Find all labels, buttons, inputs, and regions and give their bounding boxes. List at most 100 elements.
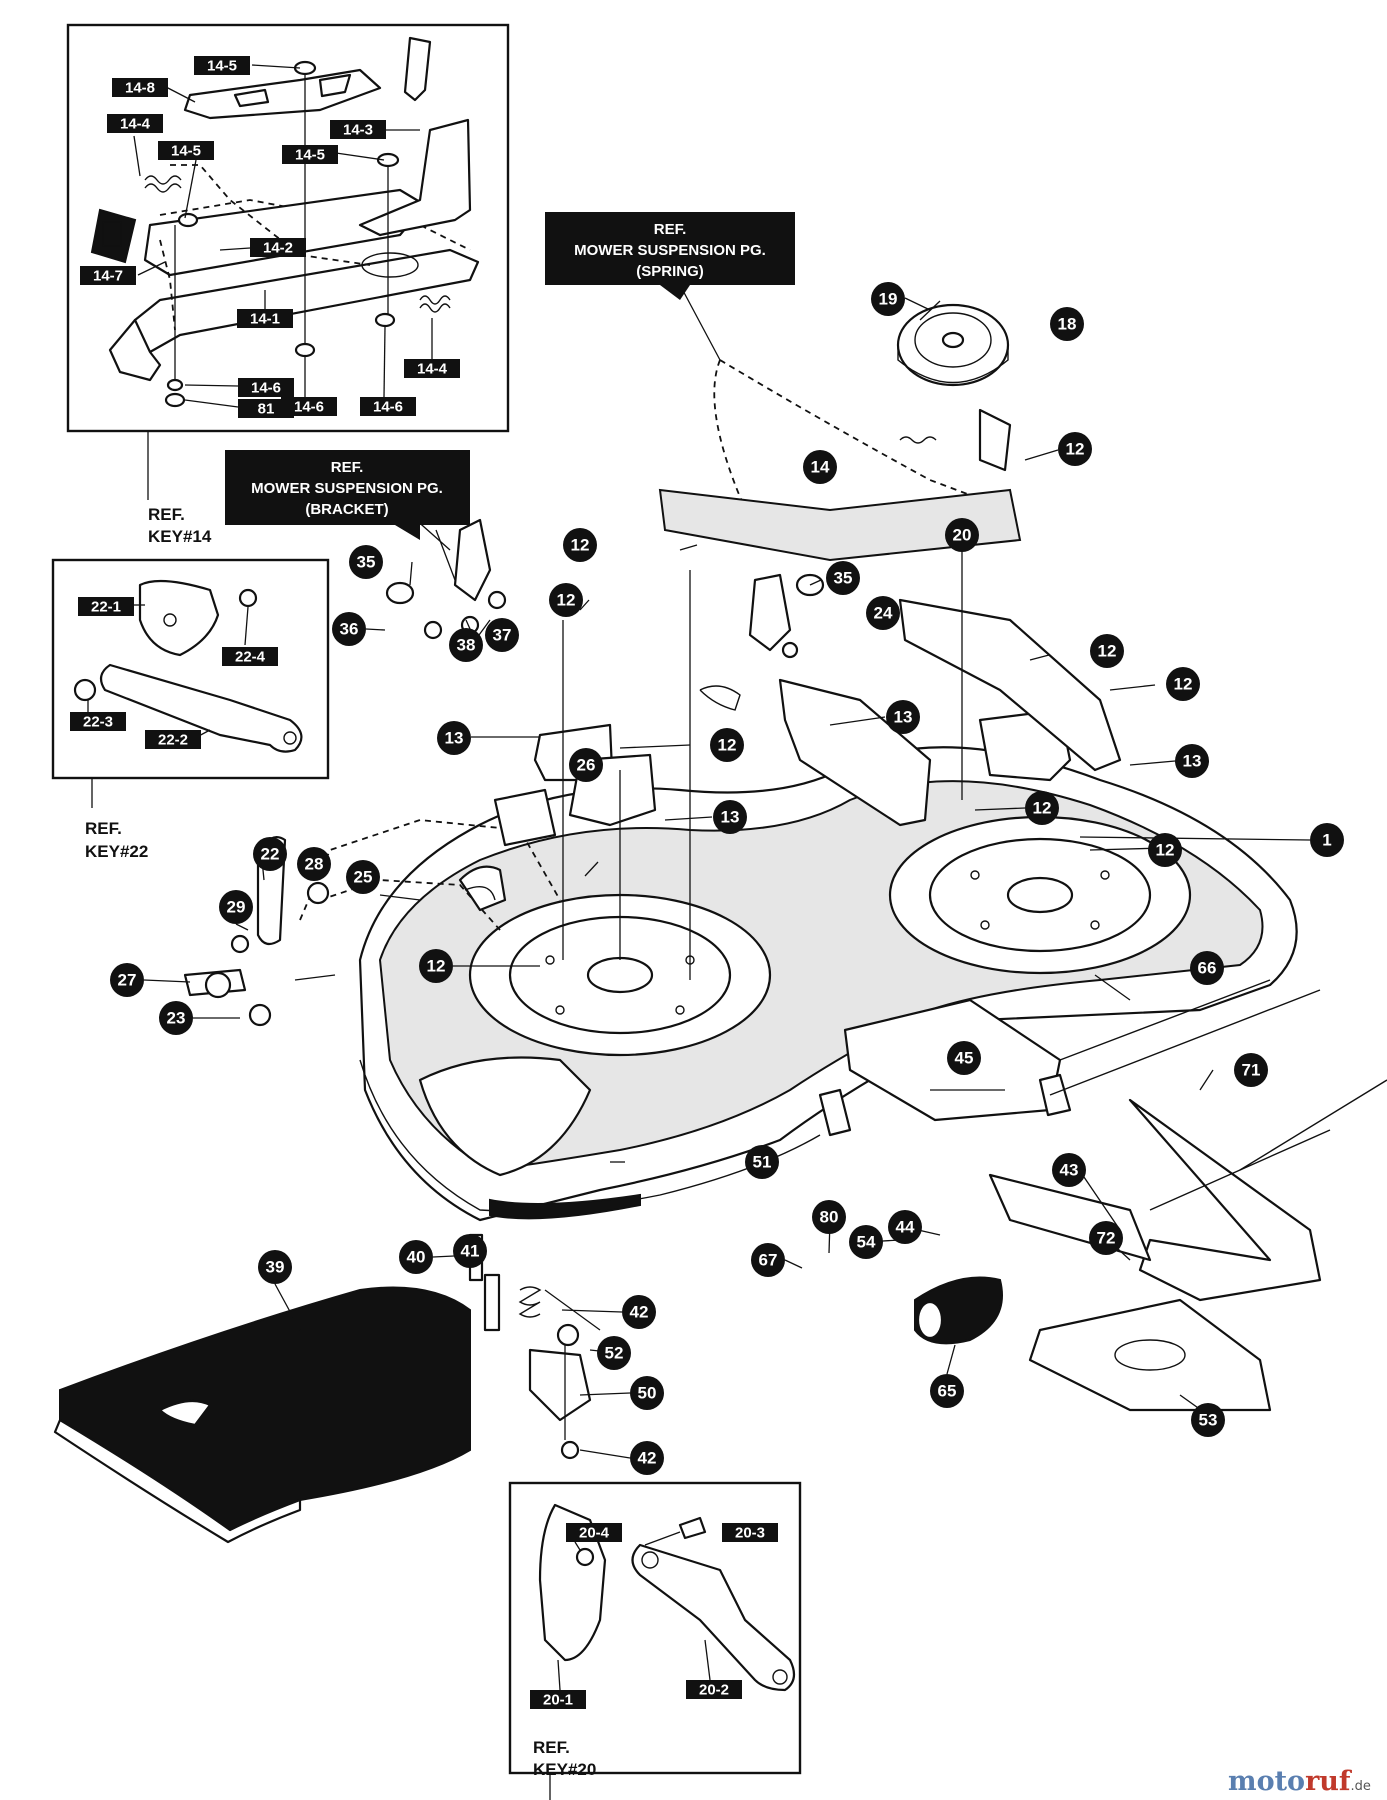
part-label-20-1: 20-1 — [530, 1690, 586, 1709]
ref-key14: REF. KEY#14 — [148, 505, 212, 546]
part-label-50: 50 — [630, 1376, 664, 1410]
svg-text:20: 20 — [953, 526, 972, 545]
svg-text:20-2: 20-2 — [699, 1682, 729, 1699]
part-label-43: 43 — [1052, 1153, 1086, 1187]
callout-spring-line2: MOWER SUSPENSION PG. — [574, 242, 766, 259]
svg-text:12: 12 — [571, 536, 590, 555]
svg-text:24: 24 — [874, 604, 893, 623]
part-label-41: 41 — [453, 1234, 487, 1268]
svg-text:44: 44 — [896, 1218, 915, 1237]
svg-text:20-3: 20-3 — [735, 1525, 765, 1542]
svg-text:22-1: 22-1 — [91, 599, 121, 616]
svg-text:35: 35 — [834, 569, 853, 588]
svg-text:13: 13 — [445, 729, 464, 748]
svg-text:50: 50 — [638, 1384, 657, 1403]
inset-key14 — [66, 23, 510, 500]
part-label-35: 35 — [826, 561, 860, 595]
svg-text:72: 72 — [1097, 1229, 1116, 1248]
part-label-53: 53 — [1191, 1403, 1225, 1437]
svg-text:40: 40 — [407, 1248, 426, 1267]
svg-text:12: 12 — [1174, 675, 1193, 694]
svg-text:66: 66 — [1198, 959, 1217, 978]
ref-key14-line1: REF. — [148, 505, 185, 524]
part-label-1: 1 — [1310, 823, 1344, 857]
part-label-14-6: 14-6 — [281, 397, 337, 416]
svg-text:13: 13 — [721, 808, 740, 827]
front-hitch — [818, 979, 1387, 1412]
rect-labels: 14-5 14-8 14-4 14-3 14-5 14-5 14-2 14-7 … — [70, 56, 778, 1709]
callout-bracket: REF. MOWER SUSPENSION PG. (BRACKET) — [225, 450, 470, 540]
part-label-18: 18 — [1050, 307, 1084, 341]
svg-text:39: 39 — [266, 1258, 285, 1277]
part-label-14-5: 14-5 — [158, 141, 214, 160]
part-label-20-2: 20-2 — [686, 1680, 742, 1699]
part-label-39: 39 — [258, 1250, 292, 1284]
svg-text:14-6: 14-6 — [373, 399, 403, 416]
part-label-37: 37 — [485, 618, 519, 652]
svg-text:22: 22 — [261, 845, 280, 864]
svg-text:12: 12 — [1156, 841, 1175, 860]
watermark: motoruf.de — [1228, 1766, 1371, 1797]
part-label-38: 38 — [449, 628, 483, 662]
suspension-bracket — [385, 518, 825, 711]
part-label-42: 42 — [630, 1441, 664, 1475]
part-label-20: 20 — [945, 518, 979, 552]
part-label-66: 66 — [1190, 951, 1224, 985]
part-label-14-2: 14-2 — [250, 238, 306, 257]
part-label-26: 26 — [569, 748, 603, 782]
part-label-22-4: 22-4 — [222, 647, 278, 666]
part-label-14-3: 14-3 — [330, 120, 386, 139]
svg-text:42: 42 — [638, 1449, 657, 1468]
part-label-23: 23 — [159, 1001, 193, 1035]
part-label-13: 13 — [713, 800, 747, 834]
svg-text:14-5: 14-5 — [295, 147, 325, 164]
circle-labels: 1 12 12 12 12 12 12 12 12 12 13 13 13 13… — [110, 282, 1344, 1475]
leader-lines — [143, 284, 1311, 1459]
svg-text:14-2: 14-2 — [263, 240, 293, 257]
part-label-22-2: 22-2 — [145, 730, 201, 749]
svg-text:27: 27 — [118, 971, 137, 990]
ref-key22-line1: REF. — [85, 819, 122, 838]
part-label-44: 44 — [888, 1210, 922, 1244]
svg-text:67: 67 — [759, 1251, 778, 1270]
svg-text:22-4: 22-4 — [235, 649, 266, 666]
part-label-25: 25 — [346, 860, 380, 894]
part-label-12: 12 — [710, 728, 744, 762]
part-label-81: 81 — [238, 399, 294, 418]
svg-text:81: 81 — [258, 401, 275, 418]
callout-bracket-line1: REF. — [331, 459, 364, 476]
part-label-14-7: 14-7 — [80, 266, 136, 285]
callout-spring-line3: (SPRING) — [636, 263, 704, 280]
svg-text:14-5: 14-5 — [171, 143, 201, 160]
part-label-14-5: 14-5 — [194, 56, 250, 75]
part-label-14-6: 14-6 — [360, 397, 416, 416]
part-label-14-8: 14-8 — [112, 78, 168, 97]
svg-text:22-3: 22-3 — [83, 714, 113, 731]
idler-pulley — [658, 303, 1022, 562]
part-label-42: 42 — [622, 1295, 656, 1329]
svg-text:38: 38 — [457, 636, 476, 655]
part-label-36: 36 — [332, 612, 366, 646]
part-label-28: 28 — [297, 847, 331, 881]
part-label-35: 35 — [349, 545, 383, 579]
svg-text:14-5: 14-5 — [207, 58, 237, 75]
svg-text:28: 28 — [305, 855, 324, 874]
part-label-40: 40 — [399, 1240, 433, 1274]
watermark-part1: moto — [1228, 1766, 1305, 1797]
watermark-suffix: .de — [1351, 1779, 1371, 1794]
inset-key20 — [508, 1481, 802, 1800]
svg-text:22-2: 22-2 — [158, 732, 188, 749]
ref-key20: REF. KEY#20 — [533, 1738, 596, 1779]
svg-text:13: 13 — [894, 708, 913, 727]
part-label-80: 80 — [812, 1200, 846, 1234]
callout-bracket-line3: (BRACKET) — [305, 501, 388, 518]
part-label-13: 13 — [1175, 744, 1209, 778]
svg-text:26: 26 — [577, 756, 596, 775]
svg-text:53: 53 — [1199, 1411, 1218, 1430]
svg-text:14-3: 14-3 — [343, 122, 373, 139]
part-label-12: 12 — [1090, 634, 1124, 668]
discharge-chute — [53, 1233, 592, 1544]
part-label-65: 65 — [930, 1374, 964, 1408]
svg-text:14-7: 14-7 — [93, 268, 123, 285]
